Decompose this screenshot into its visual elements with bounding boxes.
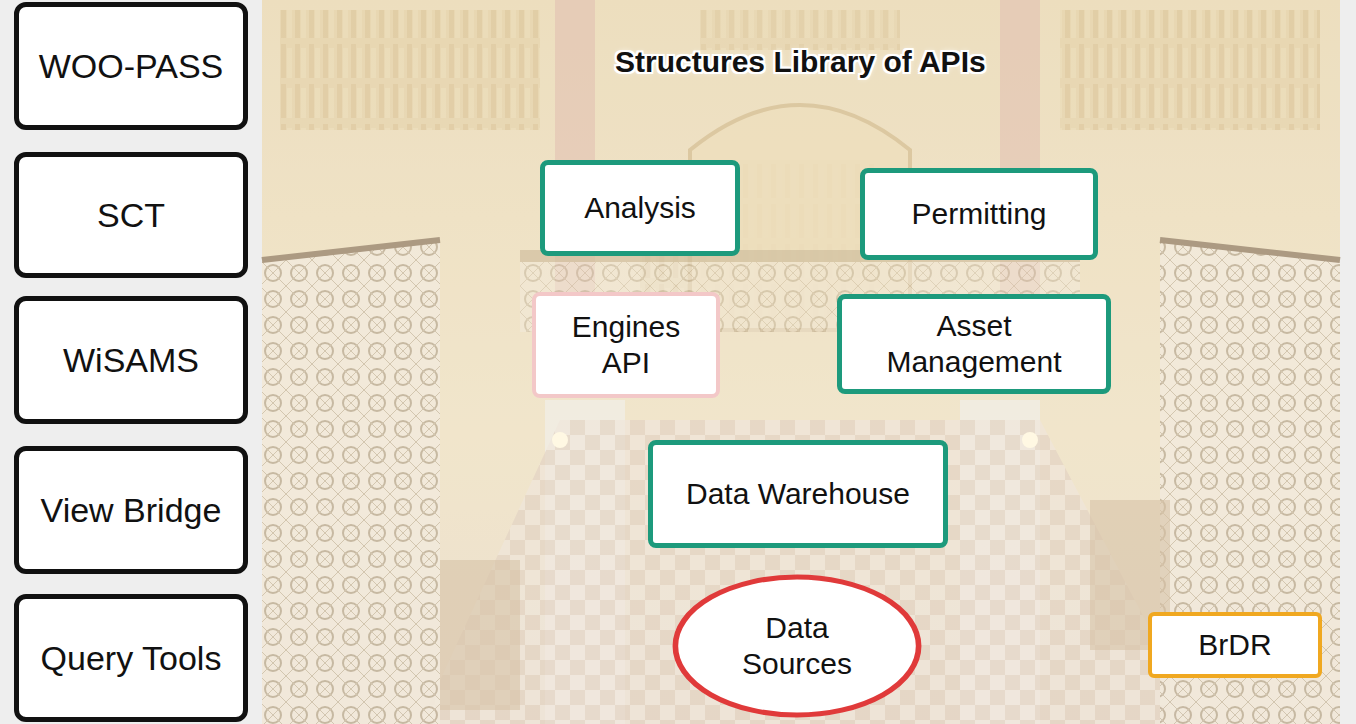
brdr-box: BrDR <box>1148 612 1322 678</box>
node-label: Asset Management <box>861 308 1087 380</box>
node-label: Analysis <box>584 190 696 226</box>
app-box: View Bridge <box>14 446 248 574</box>
engine-box: Engines API <box>532 292 720 398</box>
node-label: Data Warehouse <box>686 476 910 512</box>
node-label: Query Tools <box>41 638 222 679</box>
app-box: SCT <box>14 152 248 278</box>
node-label: SCT <box>97 195 165 236</box>
diagram-title: Structures Library of APIs <box>615 45 986 79</box>
node-label: WiSAMS <box>63 340 199 381</box>
node-label: Engines API <box>556 309 696 381</box>
node-label: Permitting <box>911 196 1046 232</box>
api-box: Analysis <box>540 160 740 256</box>
api-box: Permitting <box>860 168 1098 260</box>
node-label: BrDR <box>1198 627 1271 663</box>
app-box: WiSAMS <box>14 296 248 424</box>
ellipse-outline <box>672 574 922 718</box>
node-label: View Bridge <box>41 490 222 531</box>
api-box: Asset Management <box>837 294 1111 394</box>
data-source-ellipse: Data Sources <box>672 574 922 718</box>
app-box: WOO-PASS <box>14 2 248 130</box>
node-label: WOO-PASS <box>39 46 224 87</box>
app-box: Query Tools <box>14 594 248 722</box>
warehouse-box: Data Warehouse <box>648 440 948 548</box>
node-label: Data Sources <box>722 610 872 682</box>
